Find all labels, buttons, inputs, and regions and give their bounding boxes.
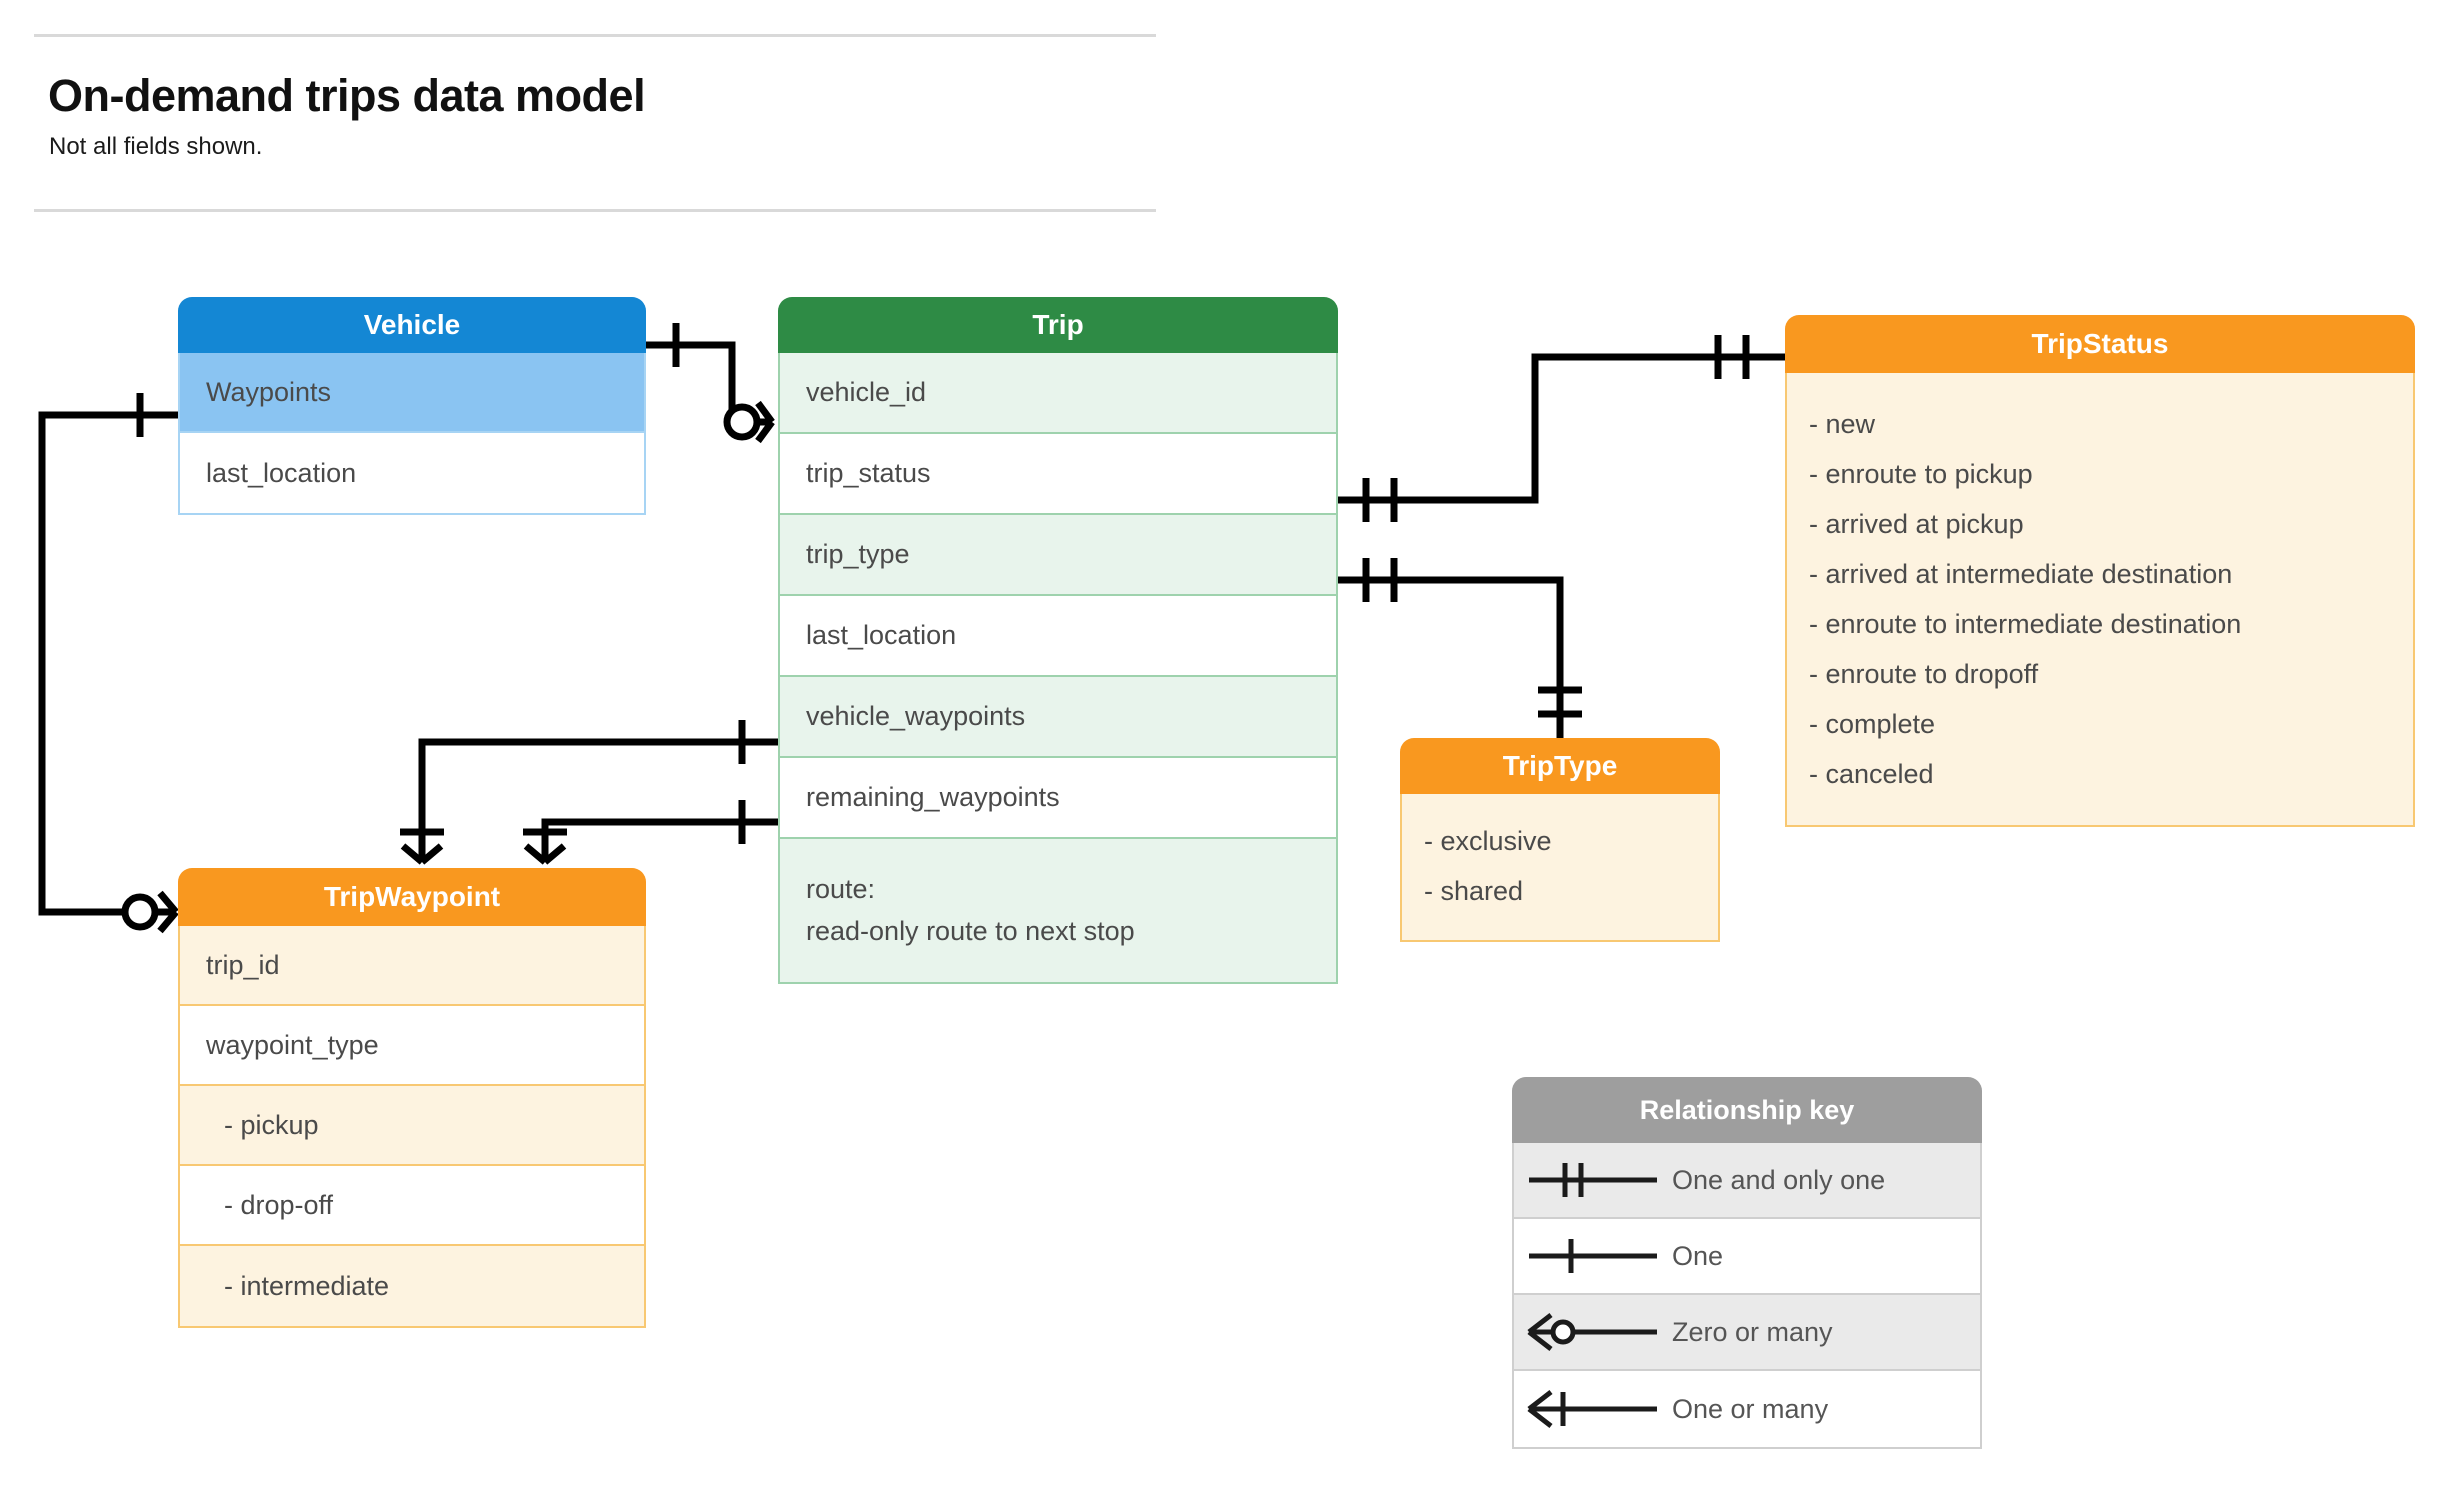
legend-row-one: One [1514, 1219, 1980, 1295]
field-trip-trip-status[interactable]: trip_status [780, 434, 1336, 515]
one-and-only-one-icon [1514, 1155, 1672, 1205]
tripstatus-value: - arrived at pickup [1809, 508, 2024, 539]
legend-row-one-or-many: One or many [1514, 1371, 1980, 1447]
entity-tripstatus[interactable]: TripStatus - new - enroute to pickup - a… [1785, 315, 2415, 827]
header-divider-top [34, 34, 1156, 37]
entity-trip[interactable]: Trip vehicle_id trip_status trip_type la… [778, 297, 1338, 984]
connector-remaining-waypoints-field [541, 818, 778, 862]
connector-trip-tripstatus [1338, 353, 1785, 504]
field-trip-trip-type[interactable]: trip_type [780, 515, 1336, 596]
triptype-value: - exclusive [1424, 825, 1552, 856]
one-or-many-icon [1514, 1384, 1672, 1434]
relationship-key-legend: Relationship key One and only one [1512, 1077, 1982, 1449]
field-vehicle-waypoints[interactable]: Waypoints [180, 353, 644, 433]
legend-label: One or many [1672, 1393, 1829, 1424]
header-divider-bottom [34, 209, 1156, 212]
page-title: On-demand trips data model [48, 70, 646, 121]
entity-triptype-values: - exclusive - shared [1400, 794, 1720, 942]
legend-rows: One and only one One [1512, 1143, 1982, 1449]
tripstatus-value: - enroute to pickup [1809, 458, 2033, 489]
entity-vehicle-title: Vehicle [178, 297, 646, 353]
legend-title: Relationship key [1512, 1077, 1982, 1143]
entity-triptype-title: TripType [1400, 738, 1720, 794]
connector-vehicle-waypoints-tripwaypoint [38, 411, 178, 916]
tripstatus-value: - enroute to dropoff [1809, 658, 2039, 689]
waypoint-type-value-intermediate: - intermediate [180, 1246, 644, 1326]
tripstatus-value: - canceled [1809, 758, 1934, 789]
field-trip-last-location[interactable]: last_location [780, 596, 1336, 677]
entity-trip-fields: vehicle_id trip_status trip_type last_lo… [778, 353, 1338, 984]
triptype-value: - shared [1424, 875, 1524, 906]
page-subtitle: Not all fields shown. [49, 133, 263, 160]
tripstatus-value: - arrived at intermediate destination [1809, 558, 2233, 589]
zero-or-many-icon [1514, 1307, 1672, 1357]
field-vehicle-last-location[interactable]: last_location [180, 433, 644, 513]
field-trip-route[interactable]: route: read-only route to next stop [780, 839, 1336, 982]
legend-row-zero-or-many: Zero or many [1514, 1295, 1980, 1371]
connector-vehicle-waypoints-field [418, 738, 778, 862]
connector-trip-triptype [1338, 576, 1564, 738]
field-trip-vehicle-id[interactable]: vehicle_id [780, 353, 1336, 434]
legend-label: One and only one [1672, 1164, 1886, 1195]
field-trip-vehicle-waypoints[interactable]: vehicle_waypoints [780, 677, 1336, 758]
field-trip-remaining-waypoints[interactable]: remaining_waypoints [780, 758, 1336, 839]
field-trip-route-line1: route: [806, 874, 876, 904]
entity-trip-title: Trip [778, 297, 1338, 353]
tripstatus-value: - new [1809, 408, 1876, 439]
connector-vehicle-trip [646, 341, 772, 426]
entity-tripwaypoint[interactable]: TripWaypoint trip_id waypoint_type - pic… [178, 868, 646, 1328]
entity-vehicle-fields: Waypoints last_location [178, 353, 646, 515]
entity-triptype[interactable]: TripType - exclusive - shared [1400, 738, 1720, 942]
waypoint-type-value-pickup: - pickup [180, 1086, 644, 1166]
entity-tripwaypoint-fields: trip_id waypoint_type - pickup - drop-of… [178, 926, 646, 1328]
legend-label: One [1672, 1240, 1724, 1271]
entity-vehicle[interactable]: Vehicle Waypoints last_location [178, 297, 646, 515]
legend-row-one-and-only-one: One and only one [1514, 1143, 1980, 1219]
entity-tripstatus-title: TripStatus [1785, 315, 2415, 373]
tripstatus-value: - enroute to intermediate destination [1809, 608, 2242, 639]
waypoint-type-value-dropoff: - drop-off [180, 1166, 644, 1246]
field-tripwaypoint-waypoint-type[interactable]: waypoint_type [180, 1006, 644, 1086]
entity-tripstatus-values: - new - enroute to pickup - arrived at p… [1785, 373, 2415, 827]
entity-tripwaypoint-title: TripWaypoint [178, 868, 646, 926]
one-icon [1514, 1231, 1672, 1281]
field-tripwaypoint-trip-id[interactable]: trip_id [180, 926, 644, 1006]
field-trip-route-line2: read-only route to next stop [806, 915, 1135, 946]
tripstatus-value: - complete [1809, 708, 1936, 739]
legend-label: Zero or many [1672, 1316, 1833, 1347]
